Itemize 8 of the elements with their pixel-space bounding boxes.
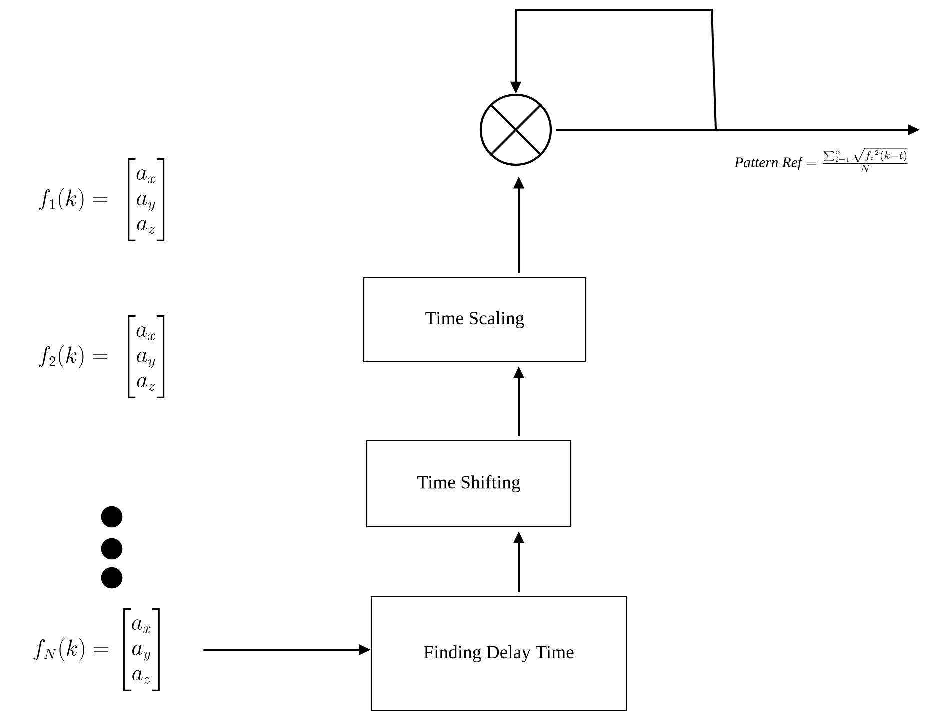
formula: $f_N(k) = \begin{bmatrix}a_x\\a_y\\a_z\end{bmatrix}$	[34, 608, 160, 692]
multiplier-symbol	[480, 94, 552, 166]
process-box: Finding Delay Time	[370, 596, 628, 711]
process-box: Time Shifting	[366, 440, 572, 528]
process-box: Time Scaling	[363, 277, 587, 363]
formula: $\mathit{Pattern\ Ref} = \frac{\sum_{i=1}^{n}\sqrt{{f_i}^2(k-t)}}{N}$	[734, 148, 908, 172]
formula: $f_1(k) =\ \begin{bmatrix}a_x\\a_y\\a_z\end{bmatrix}$	[39, 158, 165, 242]
formula: $f_2(k) =\ \begin{bmatrix}a_x\\a_y\\a_z\end{bmatrix}$	[39, 316, 165, 398]
